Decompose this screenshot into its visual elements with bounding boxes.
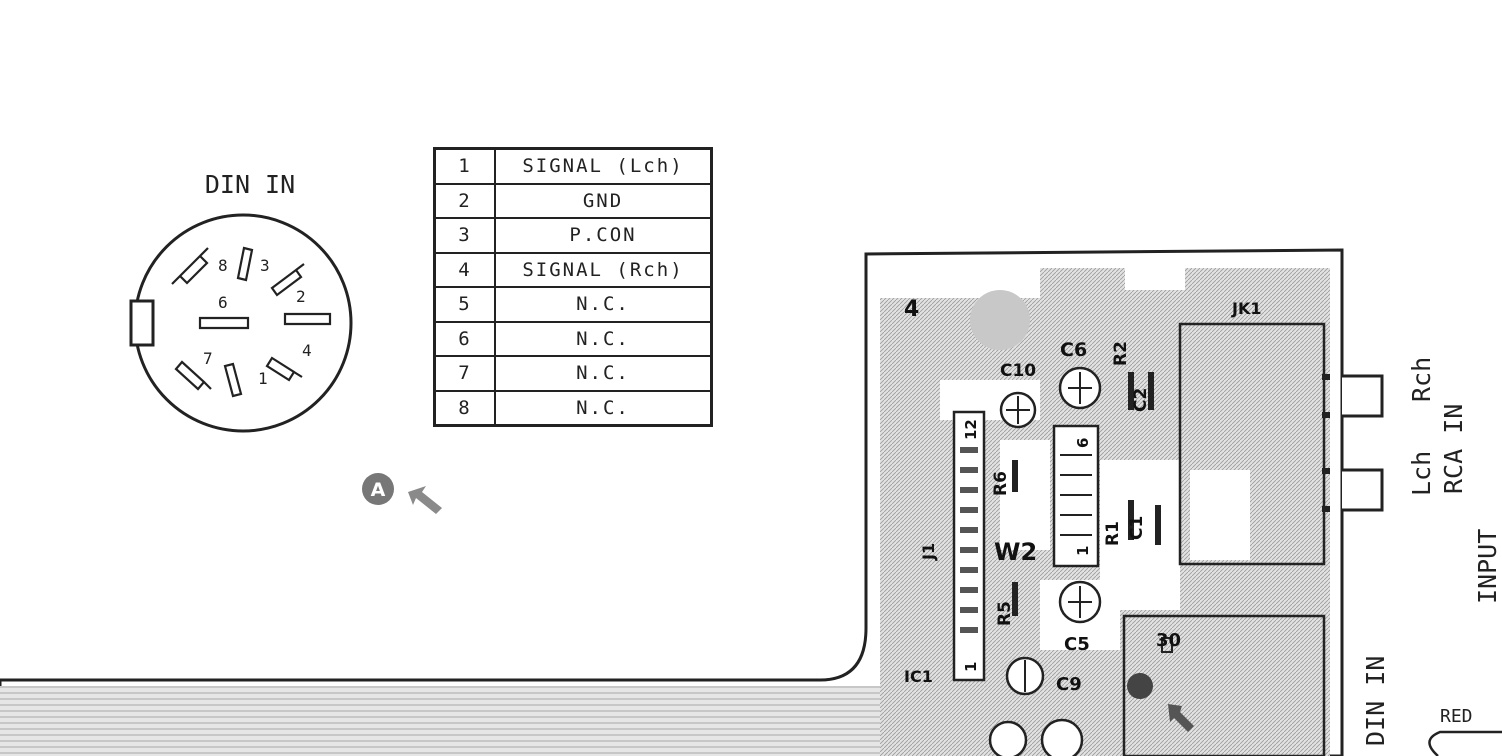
pin-number: 1 xyxy=(433,147,496,185)
pin-number: 5 xyxy=(433,286,496,323)
din-pin-8: 8 xyxy=(218,256,228,275)
din-pin-7: 7 xyxy=(203,349,213,368)
cap-lower-right xyxy=(1040,718,1084,756)
label-red: RED xyxy=(1440,706,1473,727)
din-pin-6: 6 xyxy=(218,293,228,312)
c10-label: C10 xyxy=(1000,361,1036,381)
w2-pin-6: 6 xyxy=(1074,438,1092,448)
board-number: 4 xyxy=(904,297,919,322)
pin-number: 8 xyxy=(433,389,496,427)
arrow-icon xyxy=(408,486,442,514)
ic-pin-1: 1 xyxy=(962,662,980,672)
c9-label: C9 xyxy=(1056,674,1082,695)
r2-label: R2 xyxy=(1111,341,1131,366)
din-pin-3: 3 xyxy=(260,256,270,275)
pin-number: 4 xyxy=(433,251,496,288)
din-title: DIN IN xyxy=(205,170,295,199)
label-din-in: DIN IN xyxy=(1361,656,1390,746)
mounting-hole xyxy=(970,290,1030,350)
jack-jk1-outline xyxy=(1178,322,1326,566)
r1-label: R1 xyxy=(1103,521,1123,546)
pcb-board: 4 JK1 C10 C6 R2 C2 R6 R1 C1 W2 J1 R5 C5 … xyxy=(880,268,1330,756)
pin-number: 7 xyxy=(433,355,496,392)
ic1-package xyxy=(952,410,986,682)
c6-label: C6 xyxy=(1060,339,1087,361)
pin-signal: N.C. xyxy=(494,389,713,427)
ic1-label: IC1 xyxy=(904,667,933,686)
pin-number: 2 xyxy=(433,182,496,219)
pin-signal: P.CON xyxy=(494,217,713,254)
j1-label: J1 xyxy=(919,543,938,561)
pin-signal: N.C. xyxy=(494,320,713,357)
pin-signal: N.C. xyxy=(494,355,713,392)
pcb-30-label: 30 xyxy=(1156,630,1181,651)
din-jack-outline xyxy=(1122,614,1326,756)
jk1-label: JK1 xyxy=(1231,299,1261,318)
w2-label: W2 xyxy=(994,538,1037,566)
bottom-hatch-band xyxy=(0,686,900,756)
r5-label: R5 xyxy=(995,601,1015,626)
c1-label: C1 xyxy=(1127,516,1147,540)
pin-number: 3 xyxy=(433,217,496,254)
din-connector: DIN IN 8 3 2 6 7 4 1 xyxy=(129,170,353,433)
label-input: INPUT xyxy=(1473,529,1502,604)
din-pin-4: 4 xyxy=(302,341,312,360)
din-pin-2: 2 xyxy=(296,287,306,306)
board-outline xyxy=(0,248,1344,756)
r6-label: R6 xyxy=(991,471,1011,496)
red-wire xyxy=(1428,730,1502,756)
pin-signal: SIGNAL (Lch) xyxy=(494,147,713,185)
ic-pin-12: 12 xyxy=(962,419,980,440)
din-pin-1: 1 xyxy=(258,369,268,388)
label-lch: Lch xyxy=(1407,451,1436,496)
w2-pin-1: 1 xyxy=(1074,546,1092,556)
label-rca-in: RCA IN xyxy=(1439,404,1468,494)
marker-circle xyxy=(362,473,394,505)
cap-lower-left xyxy=(988,720,1028,756)
marker-letter: A xyxy=(371,479,386,501)
view-marker-a: A xyxy=(362,473,442,514)
pin-number: 6 xyxy=(433,320,496,357)
pin-signal: N.C. xyxy=(494,286,713,323)
rca-jacks xyxy=(1342,374,1384,512)
pin-signal: SIGNAL (Rch) xyxy=(494,251,713,288)
pcb-arrow-icon xyxy=(1168,704,1194,732)
c2-label: C2 xyxy=(1131,388,1151,412)
label-rch: Rch xyxy=(1407,357,1436,402)
din-key xyxy=(129,299,155,347)
pcb-marker-a xyxy=(1127,673,1153,699)
pin-signal: GND xyxy=(494,182,713,219)
c5-label: C5 xyxy=(1064,634,1090,655)
